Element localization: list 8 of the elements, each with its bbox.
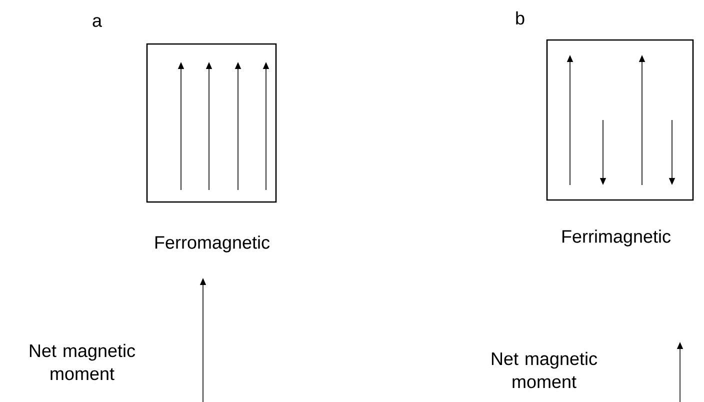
panel-label: b xyxy=(516,11,524,25)
net-moment-label: Net magnetic moment xyxy=(30,344,136,380)
node-label: Ferromagnetic xyxy=(155,236,270,252)
spin-box xyxy=(546,39,694,201)
net-moment-label: Net magnetic moment xyxy=(492,352,598,388)
panel-label: a xyxy=(92,17,102,27)
spin-box xyxy=(146,43,277,203)
node-label: Ferrimagnetic xyxy=(562,230,671,246)
